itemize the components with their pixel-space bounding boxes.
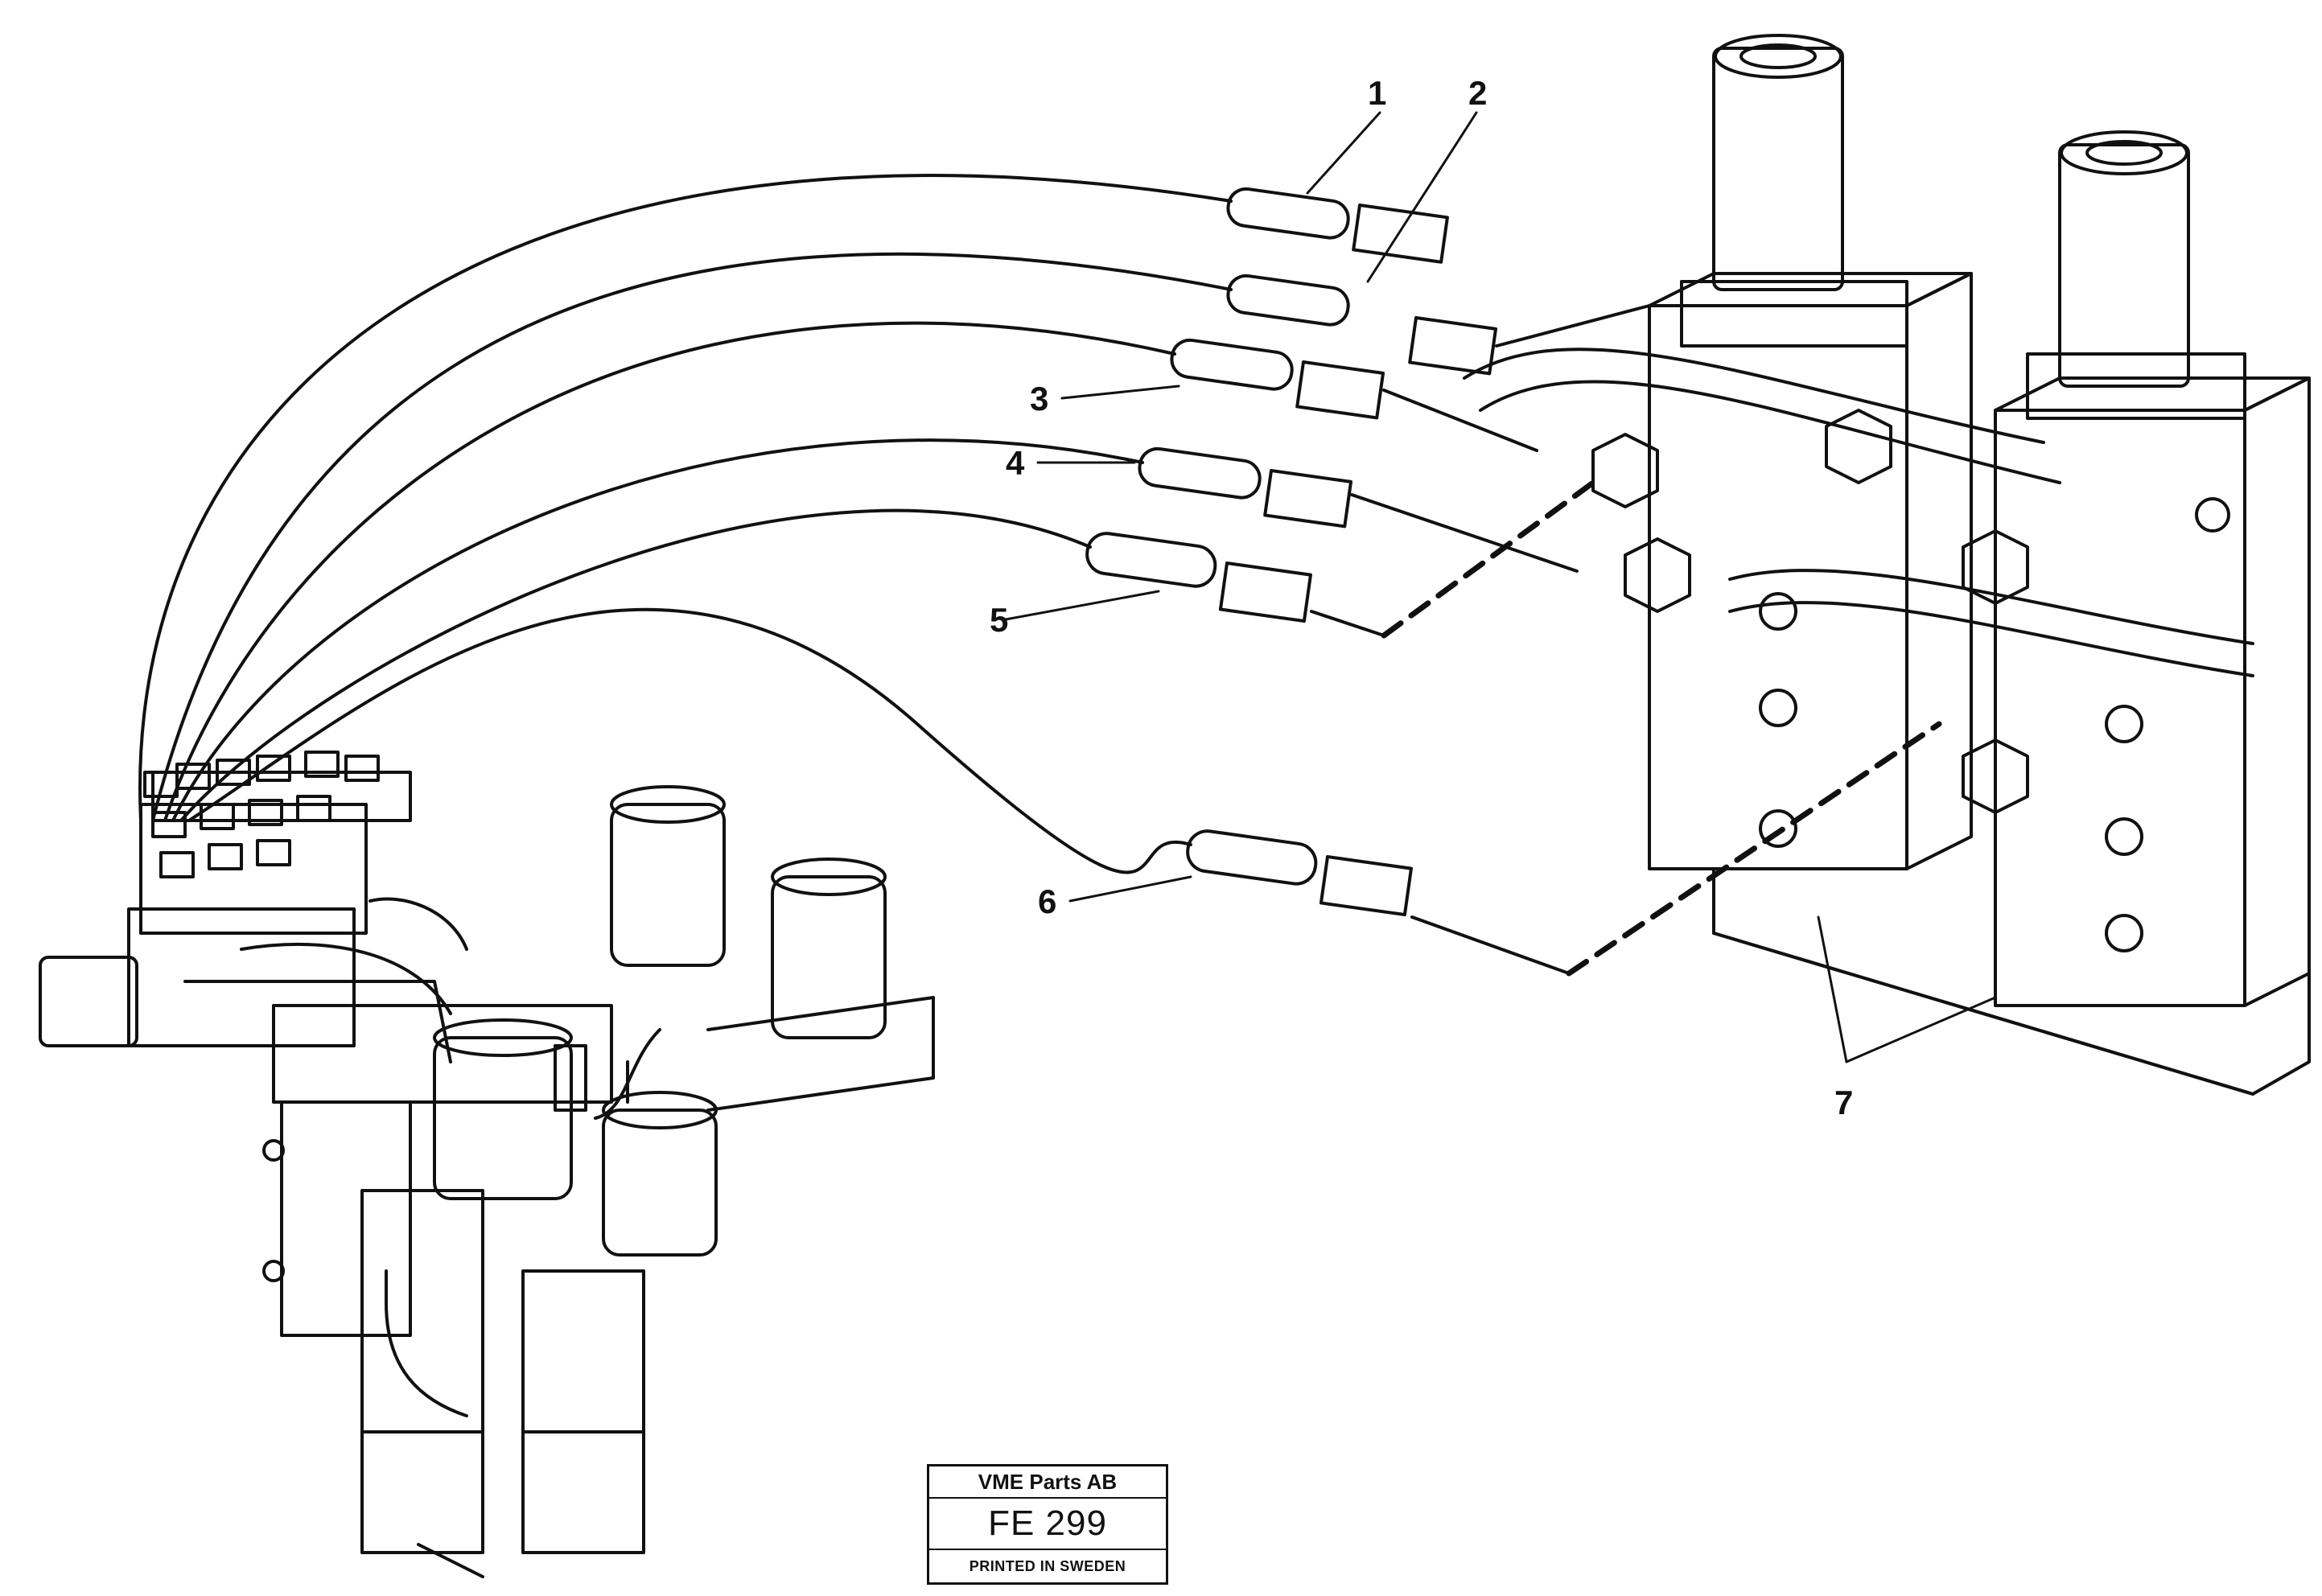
callout-7: 7 <box>1834 1084 1853 1121</box>
callout-5: 5 <box>990 601 1008 639</box>
hose-fitting-4 <box>1138 446 1353 529</box>
callout-6: 6 <box>1038 882 1056 920</box>
hose-fitting-1 <box>1226 187 1449 264</box>
callout-4: 4 <box>1006 444 1025 482</box>
stamp-code: FE 299 <box>929 1499 1166 1550</box>
callout-3: 3 <box>1030 380 1048 418</box>
hose-line-5 <box>179 508 1092 822</box>
valve-block-right <box>1994 130 2311 1007</box>
base-plate <box>1712 867 2311 1096</box>
valve-bank-left <box>39 771 935 1578</box>
callout-2: 2 <box>1468 74 1487 112</box>
stamp-printed: PRINTED IN SWEDEN <box>969 1557 1126 1574</box>
stamp-company: VME Parts AB <box>929 1466 1166 1499</box>
hose-line-3 <box>163 321 1176 822</box>
valve-block-left <box>1648 34 1973 870</box>
hose-line-2 <box>151 252 1233 822</box>
hose-fitting-6 <box>1186 829 1413 917</box>
hose-fitting-3 <box>1170 338 1385 420</box>
hose-line-1 <box>138 174 1233 822</box>
callout-1: 1 <box>1368 74 1386 112</box>
hose-line-4 <box>171 438 1144 822</box>
fittings-cluster <box>143 751 380 878</box>
parts-stamp: VME Parts AB FE 299 PRINTED IN SWEDEN <box>927 1464 1168 1585</box>
hose-fitting-2 <box>1226 274 1498 376</box>
hose-fitting-5 <box>1085 532 1312 623</box>
hose-line-6 <box>187 607 1192 874</box>
